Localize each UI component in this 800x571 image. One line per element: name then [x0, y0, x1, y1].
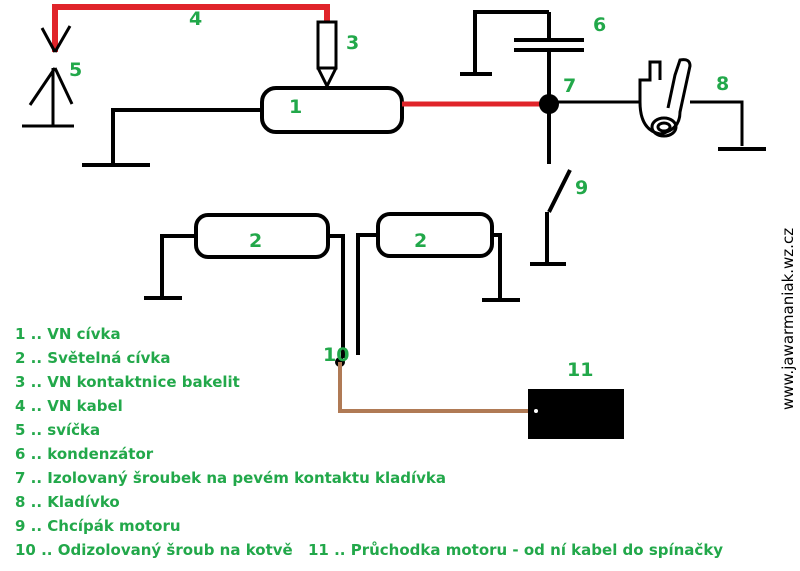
label-10: 10 — [323, 344, 349, 366]
coil-leads-to-node10 — [328, 233, 378, 358]
legend-item-5: 5 .. svíčka — [15, 421, 100, 439]
label-1: 1 — [289, 96, 302, 118]
legend-item-10: 10 .. Odizolovaný šroub na kotvě — [15, 541, 293, 559]
legend-item-2: 2 .. Světelná cívka — [15, 349, 170, 367]
label-7: 7 — [563, 75, 576, 97]
light-coil-2-right — [376, 212, 494, 258]
legend-item-8: 8 .. Kladívko — [15, 493, 120, 511]
coil1-ground — [82, 108, 262, 167]
label-11: 11 — [567, 359, 593, 381]
hv-coil-1 — [260, 86, 404, 134]
legend-item-7: 7 .. Izolovaný šroubek na pevém kontaktu… — [15, 469, 446, 487]
label-6: 6 — [593, 14, 606, 36]
label-9: 9 — [575, 177, 588, 199]
watermark: www.jawarmaniak.wz.cz — [779, 228, 797, 410]
label-3: 3 — [346, 32, 359, 54]
kill-switch-9 — [530, 104, 572, 266]
light-coil-right-ground — [482, 233, 520, 302]
brown-cable — [338, 362, 530, 413]
label-2b: 2 — [414, 230, 427, 252]
label-4: 4 — [189, 8, 202, 30]
legend-item-11: 11 .. Průchodka motoru - od ní kabel do … — [308, 541, 723, 559]
hv-contact-3 — [316, 20, 338, 90]
legend-item-9: 9 .. Chcípák motoru — [15, 517, 181, 535]
spark-plug-5 — [22, 25, 74, 128]
label-5: 5 — [69, 59, 82, 81]
legend-item-1: 1 .. VN cívka — [15, 325, 121, 343]
hv-cable-4 — [52, 4, 330, 52]
grommet-dot — [534, 409, 538, 413]
legend-item-4: 4 .. VN kabel — [15, 397, 123, 415]
legend: 1 .. VN cívka 2 .. Světelná cívka 3 .. V… — [15, 325, 723, 559]
breaker-hammer-8 — [549, 58, 766, 151]
legend-item-3: 3 .. VN kontaktnice bakelit — [15, 373, 240, 391]
label-2a: 2 — [249, 230, 262, 252]
light-coil-left-ground — [144, 234, 196, 300]
label-8: 8 — [716, 73, 729, 95]
grommet-11 — [528, 389, 624, 439]
legend-item-6: 6 .. kondenzátor — [15, 445, 154, 463]
